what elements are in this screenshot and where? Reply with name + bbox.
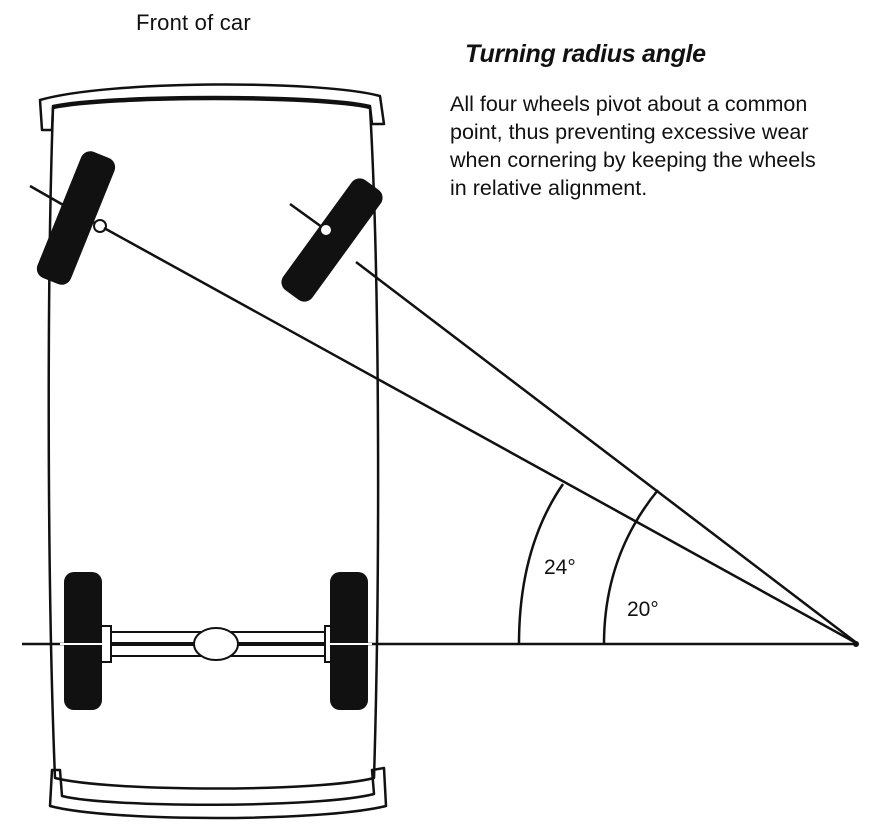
description-line-4: in relative alignment. [450, 176, 648, 200]
diagram-title: Turning radius angle [465, 40, 706, 68]
front-left-wheel [36, 151, 116, 285]
front-bumper [38, 83, 386, 132]
common-pivot-point [853, 641, 859, 647]
rear-bumper [48, 766, 388, 820]
description-line-3: when cornering by keeping the wheels [450, 148, 816, 172]
description-line-1: All four wheels pivot about a common [450, 92, 808, 116]
front-right-hub [319, 223, 333, 237]
angle-arc-24 [517, 483, 565, 645]
front-right-wheel [281, 178, 383, 302]
front-of-car-label: Front of car [136, 10, 251, 35]
rear-axle [100, 625, 336, 663]
inner-radius-line [355, 261, 859, 645]
outer-radius-line [103, 226, 859, 646]
description-text: All four wheels pivot about a common poi… [450, 90, 895, 202]
rear-left-wheel [64, 572, 102, 710]
angle-label-24: 24° [544, 556, 576, 579]
front-left-hub [93, 219, 107, 233]
rear-right-wheel [330, 572, 368, 710]
description-line-2: point, thus preventing excessive wear [450, 120, 809, 144]
car-body-outline [47, 97, 380, 790]
front-left-spindle [29, 184, 101, 228]
angle-label-20: 20° [627, 598, 659, 621]
front-right-spindle [289, 202, 327, 232]
angle-arc-20 [602, 489, 659, 645]
